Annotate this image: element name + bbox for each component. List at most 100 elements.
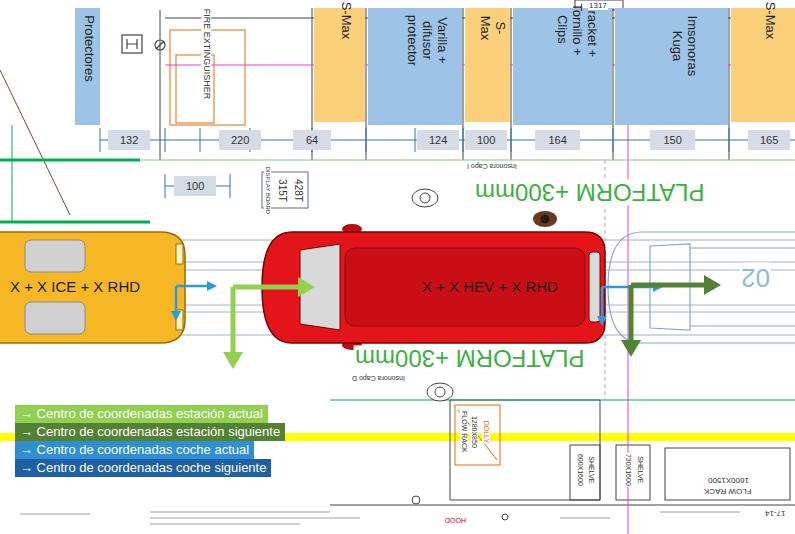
cad-label: FLOW RACK: [703, 486, 753, 495]
dimension-line: [613, 128, 614, 152]
cad-text-marks: [660, 512, 740, 513]
area-label: S-Max: [478, 10, 508, 45]
dimension-value: 64: [306, 134, 318, 147]
cad-label: 730X1600: [624, 453, 632, 487]
cad-line: [366, 8, 367, 160]
cad-line: [463, 8, 464, 160]
dimension-line: [165, 174, 166, 198]
dimension-value: 132: [120, 134, 138, 147]
cad-symbol: [155, 40, 165, 50]
area-panel: Imsonoras Kuga: [615, 8, 728, 125]
coordinate-axis-arrow: [175, 286, 178, 312]
coordinate-axis-arrow: [601, 287, 604, 317]
dimension-box: 150: [650, 130, 695, 150]
area-panel: S-Max: [465, 8, 510, 122]
drawing-title-text: 02: [740, 263, 771, 292]
cad-orange-outline: [458, 410, 497, 460]
lane-line: [150, 160, 795, 400]
coordinate-axis-arrow: [298, 277, 315, 297]
legend-text: → Centro de coordenadas coche siguiente: [20, 460, 266, 475]
worker-figure: [435, 387, 445, 397]
car-illustration: [0, 232, 185, 343]
dimension-box: 124: [417, 130, 459, 150]
legend-text: → Centro de coordenadas coche actual: [20, 442, 249, 457]
cad-label: 1280X850: [470, 415, 478, 449]
dimension-box: 165: [748, 130, 790, 150]
cad-line: [570, 445, 600, 500]
dimension-value: 150: [664, 134, 682, 147]
area-label: Imsonoras Kuga: [670, 2, 700, 89]
dimension-line: [165, 128, 166, 152]
worker-figure: [533, 211, 557, 227]
cad-line: [0, 70, 70, 215]
cad-label: 428T: [292, 178, 303, 203]
legend-swatch: → Centro de coordenadas coche siguiente: [15, 459, 271, 477]
dimension-line: [100, 128, 795, 208]
cad-text-marks: [20, 514, 90, 515]
worker-figure: [541, 215, 550, 224]
cad-label: HOOD: [444, 516, 467, 524]
dimension-line: [729, 128, 730, 152]
legend-swatch: → Centro de coordenadas estación actual: [15, 405, 268, 423]
car-outline: [690, 325, 795, 326]
coordinate-axis-arrow: [597, 316, 607, 326]
cad-label: DISPLAY BOARD: [265, 165, 272, 215]
legend-swatch: → Centro de coordenadas estación siguien…: [15, 423, 285, 441]
area-panel: S-Max: [314, 8, 365, 122]
coordinate-axis-arrow: [233, 285, 299, 290]
dimension-line: [415, 128, 416, 152]
cad-line: [502, 514, 508, 520]
cad-label: Insonora Capo D: [351, 374, 406, 382]
car-illustration: [262, 224, 605, 350]
car-outline: [608, 232, 795, 343]
worker-figure: [412, 189, 438, 207]
dimension-value: 165: [760, 134, 778, 147]
coordinate-axis-arrow: [176, 285, 208, 288]
cad-label: FIRE EXTINGUISHER: [201, 8, 211, 101]
dimension-box: 164: [535, 130, 580, 150]
cad-orange-outline: [455, 405, 500, 465]
coordinate-axis-arrow: [207, 281, 217, 291]
cad-text-marks: [150, 512, 330, 513]
worker-figure: [427, 383, 453, 401]
cad-label: SHELVE: [587, 455, 595, 484]
car-illustration: [589, 252, 600, 322]
coordinate-axis-arrow: [631, 283, 705, 288]
car-illustration: [262, 232, 605, 343]
coordinate-axis-arrow: [621, 340, 641, 357]
cad-label: DOLLY: [482, 420, 490, 444]
dimension-line: [100, 128, 101, 152]
cad-colored-line: [0, 221, 150, 224]
cad-text-marks: [560, 518, 610, 519]
legend-text: → Centro de coordenadas estación actual: [20, 406, 263, 421]
dimension-line: [463, 128, 464, 152]
cad-label: 600X1600: [576, 453, 584, 487]
drawing-title-text: PLATFORM +300mm: [474, 179, 706, 205]
area-panel: S-Max: [731, 8, 795, 122]
coordinate-axis-arrow: [171, 311, 181, 321]
dimension-value: 220: [231, 134, 249, 147]
coordinate-axis-arrow: [223, 352, 243, 369]
car-outline: [690, 247, 795, 248]
cad-colored-line: [140, 160, 795, 161]
cad-line: [511, 8, 512, 160]
cad-symbol: [156, 41, 164, 49]
cad-line: [160, 10, 161, 160]
dimension-box: 100: [174, 176, 216, 196]
legend: → Centro de coordenadas estación actual →…: [15, 405, 285, 477]
area-label: Protectores: [80, 15, 95, 81]
drawing-title-text: PLATFORM +300mm: [354, 345, 586, 371]
dimension-line: [366, 128, 367, 152]
area-panel: Protectores: [75, 8, 100, 125]
car-illustration: [0, 232, 185, 343]
dimension-box: 64: [293, 130, 331, 150]
cad-line: [412, 496, 420, 504]
cad-colored-line: [330, 400, 795, 401]
cad-symbol: [122, 35, 165, 53]
cad-text-marks: [150, 518, 360, 519]
cad-label: 1317: [588, 2, 608, 11]
cad-symbol: [127, 39, 137, 49]
cad-text-marks: [20, 512, 740, 524]
coordinate-axis-arrow: [231, 287, 236, 353]
dimension-value: 100: [186, 180, 204, 193]
